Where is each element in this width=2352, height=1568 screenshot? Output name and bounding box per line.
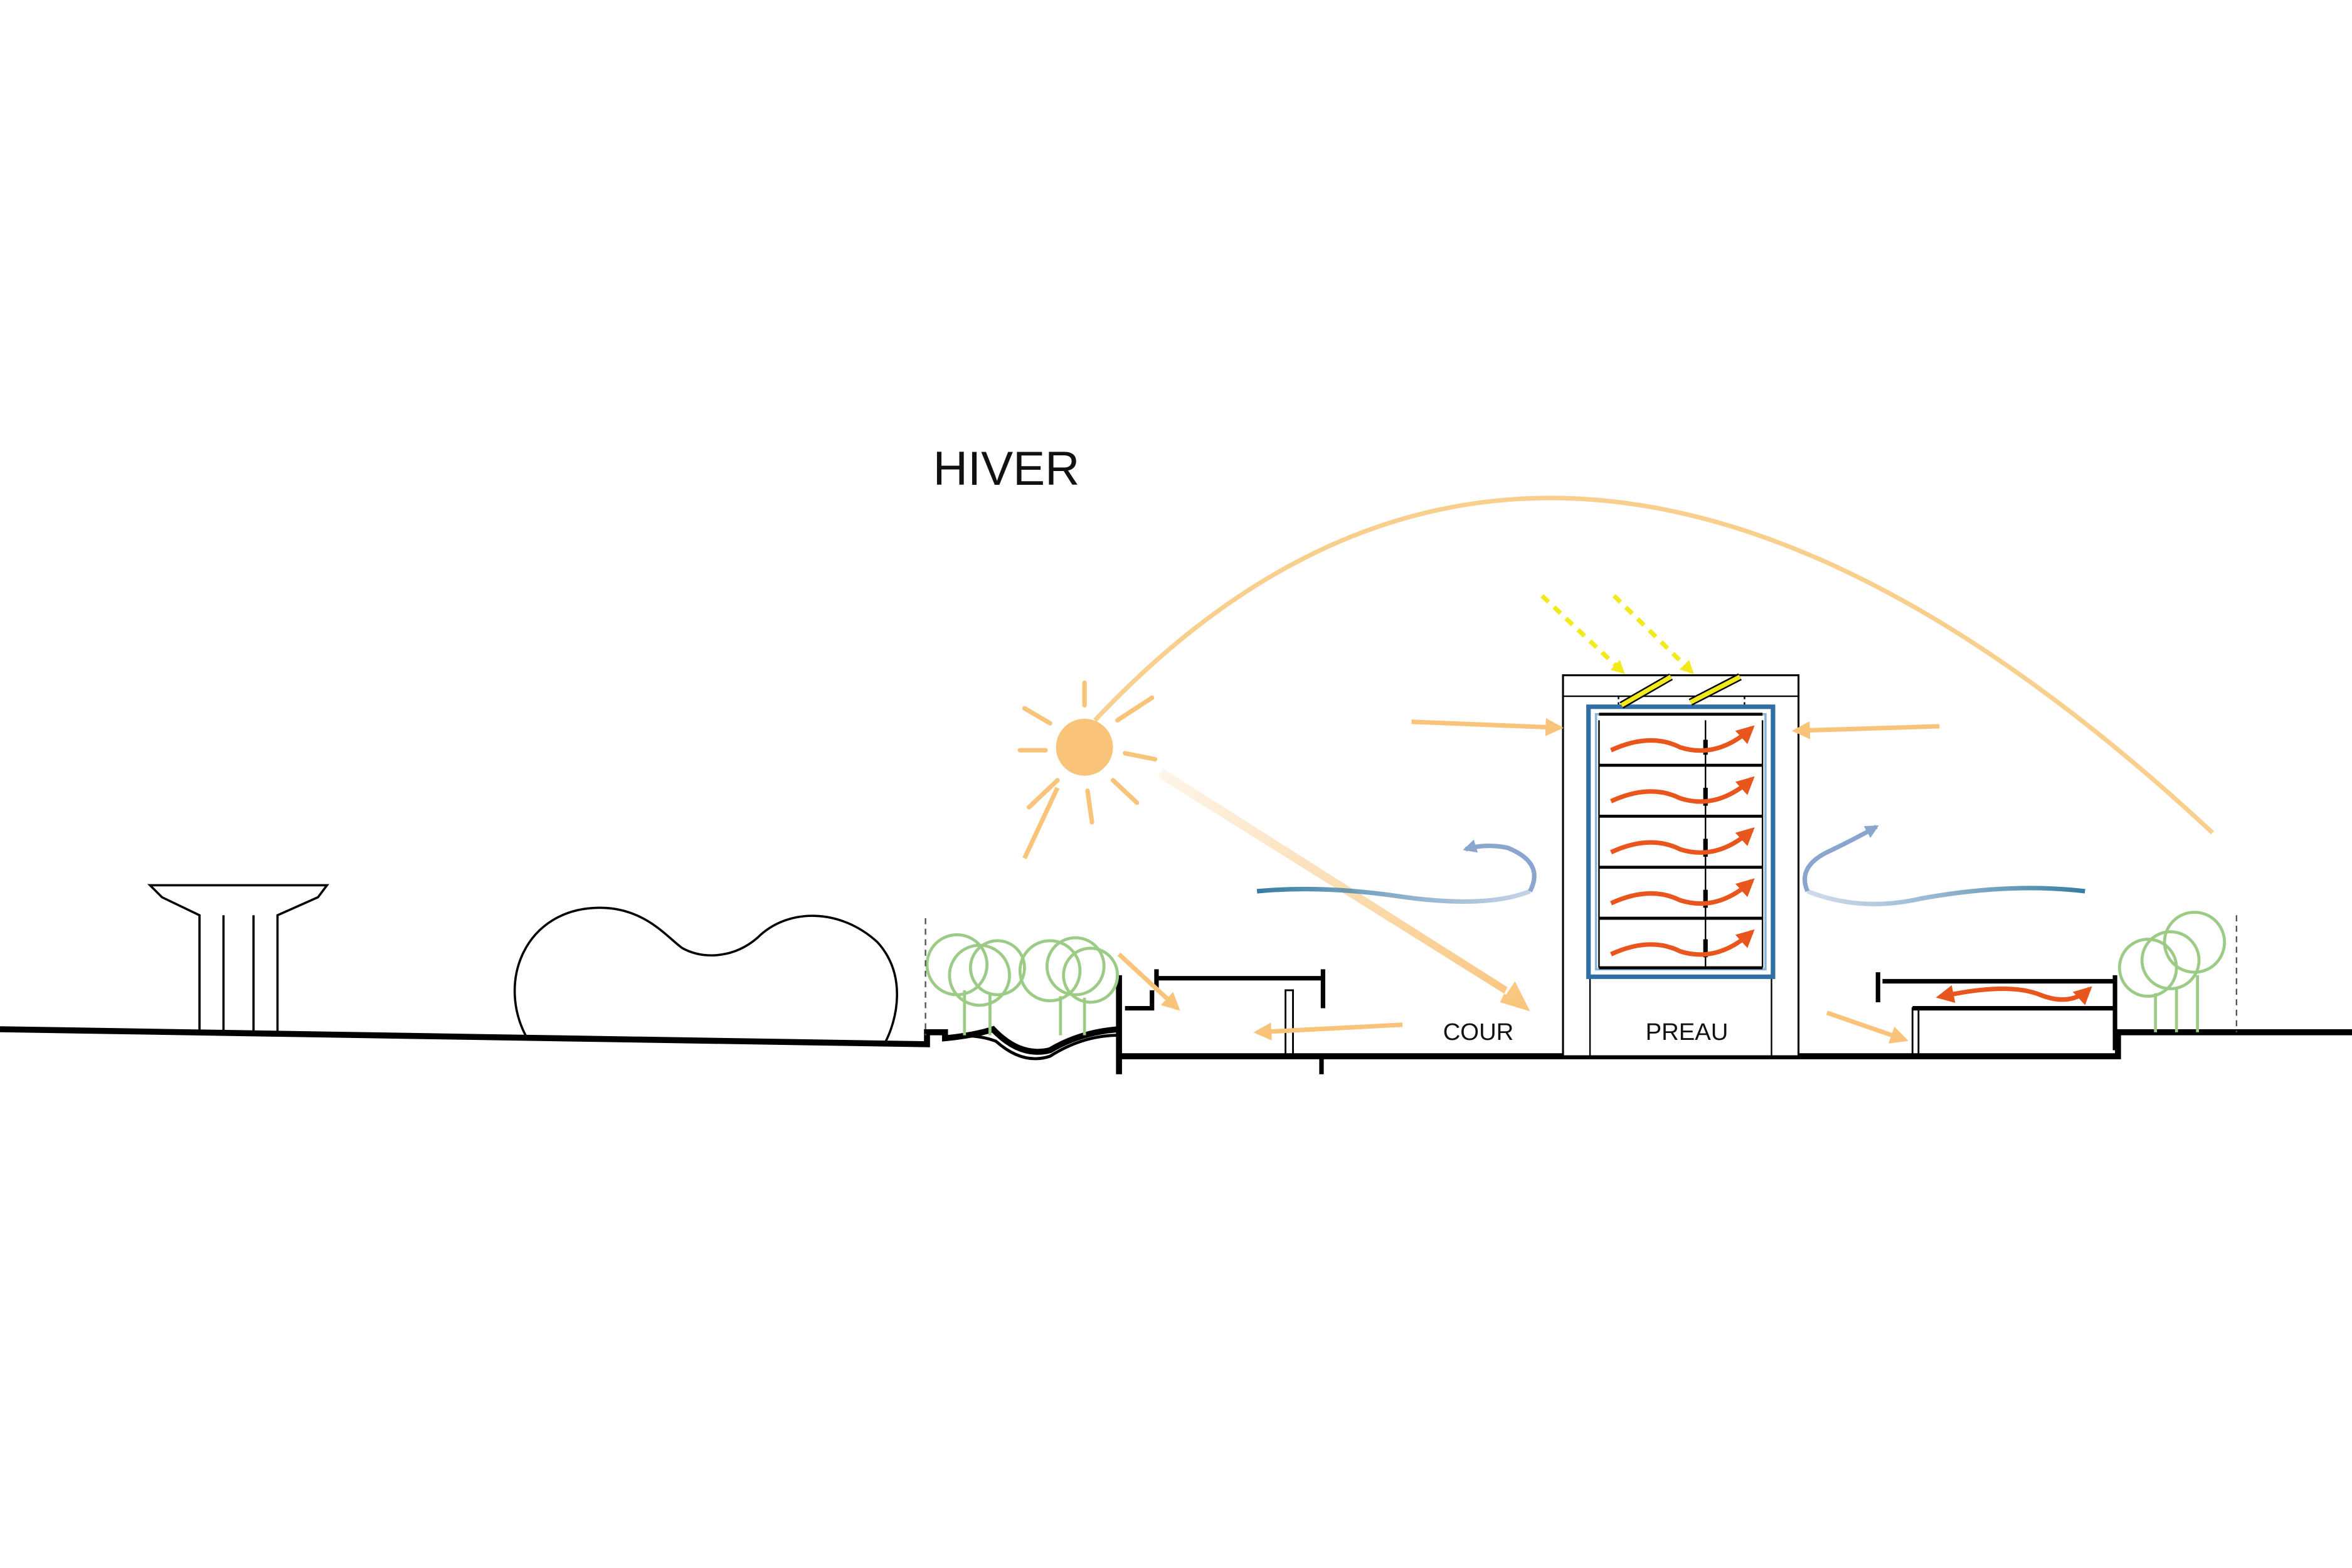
pavilion <box>147 884 329 1034</box>
ground-line-pond <box>945 1034 1120 1061</box>
low-building-right <box>1875 972 2117 1057</box>
warm-air-arrow-right-building <box>1936 985 2092 1005</box>
wind-wave-left <box>1256 886 1531 904</box>
low-building-left <box>1125 969 1325 1057</box>
wind-wave-right <box>1806 886 2085 906</box>
cool-air-arrow-right <box>1803 825 1879 893</box>
sun-path-arc <box>1093 495 2215 835</box>
ground-line <box>0 1025 1120 1055</box>
sun-icon <box>1017 680 1158 859</box>
tree-cluster-left <box>925 933 1120 1036</box>
central-tower <box>1562 674 1800 1057</box>
thermal-envelope <box>1586 704 1776 979</box>
diagram-title: HIVER <box>933 442 1080 495</box>
bubble-building <box>513 906 898 1044</box>
solar-panel-icon <box>1619 673 1742 709</box>
cool-air-arrow-left <box>1463 839 1537 893</box>
label-preau: PREAU <box>1646 1019 1729 1046</box>
warm-air-arrows <box>1610 725 1755 957</box>
heat-gain-arrows <box>1117 718 1940 1044</box>
label-cour: COUR <box>1443 1019 1514 1046</box>
tree-cluster-right <box>2117 911 2227 1032</box>
solar-ray-arrows <box>1540 594 1694 674</box>
